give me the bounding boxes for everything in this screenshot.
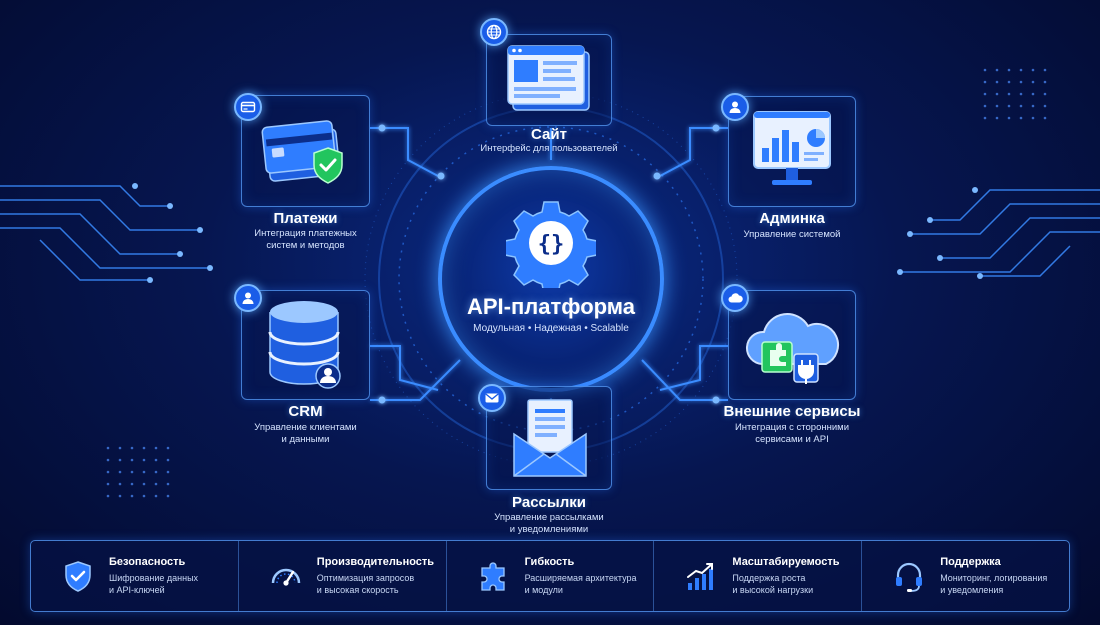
puzzle-icon — [480, 562, 505, 591]
headset-icon — [896, 562, 923, 592]
mailing-desc-line2: и уведомлениями — [509, 524, 589, 535]
feature-desc-line1: Оптимизация запросов — [316, 573, 415, 583]
feature-title: Масштабируемость — [732, 556, 840, 568]
feature-flexibility: Гибкость Расширяемая архитектура и модул… — [447, 541, 655, 611]
payments-desc-line2: систем и методов — [266, 240, 345, 251]
external-services-title: Внешние сервисы — [723, 403, 861, 420]
database-icon — [268, 301, 341, 389]
globe-icon — [480, 18, 508, 46]
crm-desc-line2: и данными — [281, 434, 330, 445]
crm-desc-line1: Управление клиентами — [254, 422, 357, 433]
external-services-desc-line1: Интеграция с сторонними — [734, 422, 850, 433]
core-title: API-платформа — [466, 294, 636, 319]
features-bar: Безопасность Шифрование данных и API-клю… — [30, 540, 1070, 612]
payment-card-shield-icon — [261, 120, 343, 184]
svg-text:{}: {} — [538, 232, 565, 257]
cloud-icon — [721, 284, 749, 312]
feature-desc-line2: и API-ключей — [109, 585, 165, 595]
external-services-desc-line2: сервисами и API — [755, 434, 829, 445]
cloud-puzzle-plug-icon — [746, 313, 839, 384]
feature-title: Гибкость — [524, 556, 575, 568]
envelope-icon — [478, 384, 506, 412]
browser-window-icon — [507, 45, 590, 111]
core-subtitle: Модульная • Надежная • Scalable — [473, 323, 629, 334]
feature-title: Поддержка — [940, 556, 1001, 568]
admin-desc: Управление системой — [743, 229, 841, 240]
feature-desc-line2: и уведомления — [940, 585, 1004, 595]
feature-desc-line1: Расширяемая архитектура — [524, 573, 637, 583]
user-icon — [721, 93, 749, 121]
feature-desc-line2: и высокой нагрузки — [732, 585, 814, 595]
feature-support: Поддержка Мониторинг, логирования и увед… — [862, 541, 1069, 611]
feature-security: Безопасность Шифрование данных и API-клю… — [31, 541, 239, 611]
speedometer-icon — [271, 568, 301, 586]
feature-desc-line1: Поддержка роста — [732, 573, 806, 583]
mailing-title: Рассылки — [512, 494, 586, 511]
mailing-desc-line1: Управление рассылками — [494, 512, 604, 523]
admin-title: Админка — [759, 210, 825, 227]
envelope-letter-icon — [513, 399, 587, 477]
growth-chart-icon — [687, 563, 714, 590]
shield-check-icon — [65, 561, 91, 592]
feature-title: Безопасность — [109, 556, 186, 568]
feature-desc-line2: и модули — [524, 585, 563, 595]
payments-title: Платежи — [273, 210, 338, 227]
feature-desc-line1: Шифрование данных — [109, 573, 199, 583]
code-braces-gear-icon: {} — [506, 201, 596, 288]
credit-card-icon — [234, 93, 262, 121]
feature-title: Производительность — [316, 556, 435, 568]
admin-monitor-chart-icon — [753, 111, 831, 185]
site-desc: Интерфейс для пользователей — [480, 143, 618, 154]
payments-desc-line1: Интеграция платежных — [254, 228, 357, 239]
user-icon — [234, 284, 262, 312]
crm-title: CRM — [288, 403, 323, 420]
site-title: Сайт — [531, 126, 567, 143]
feature-desc-line2: и высокая скорость — [316, 585, 399, 595]
feature-performance: Производительность Оптимизация запросов … — [239, 541, 447, 611]
feature-desc-line1: Мониторинг, логирования — [940, 573, 1048, 583]
feature-scalability: Масштабируемость Поддержка роста и высок… — [654, 541, 863, 611]
